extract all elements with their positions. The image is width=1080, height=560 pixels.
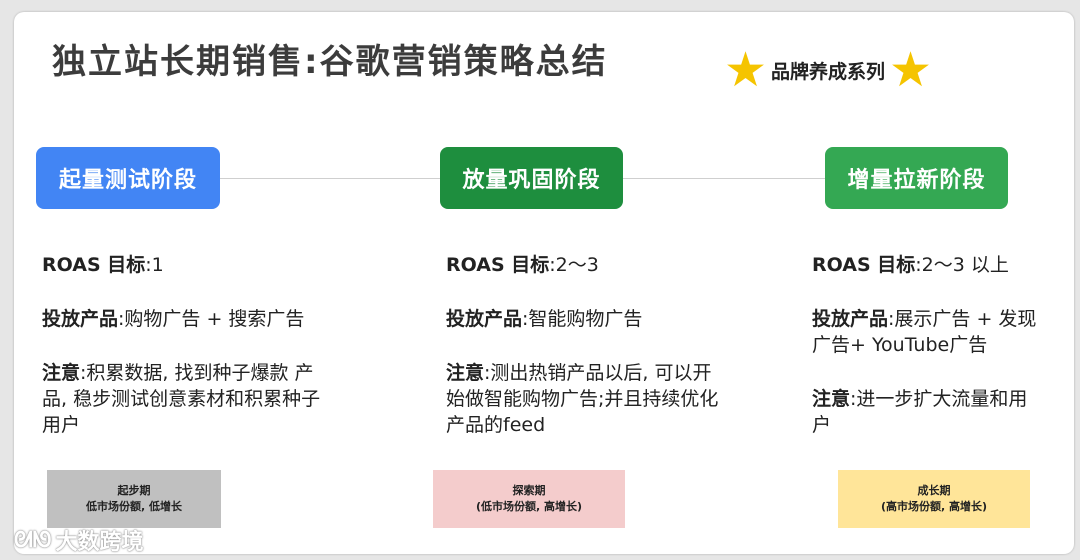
slide: [14, 12, 1074, 554]
phase-box-start: 起步期 低市场份额, 低增长: [47, 470, 221, 528]
roas-value: :2～3 以上: [915, 254, 1009, 276]
note-line: 注意:积累数据, 找到种子爆款 产品, 稳步测试创意素材和积累种子用户: [42, 360, 392, 438]
watermark-text: 大数跨境: [55, 530, 144, 555]
note-line: 注意:测出热销产品以后, 可以开始做智能购物广告;并且持续优化产品的feed: [446, 360, 786, 438]
stage-button-consolidate: 放量巩固阶段: [440, 147, 623, 209]
stage-details-growth: ROAS 目标:2～3 以上 投放产品:展示广告 + 发现广告+ YouTube…: [812, 252, 1074, 466]
roas-label: ROAS 目标: [42, 254, 146, 276]
note-text: 始做智能购物广告;并且持续优化: [446, 388, 719, 410]
roas-value: :1: [145, 254, 164, 276]
note-label: 注意: [446, 362, 485, 384]
roas-line: ROAS 目标:2～3: [446, 252, 786, 278]
logo-icon: ᘛᘚ: [14, 527, 52, 553]
note-text: 用户: [42, 414, 81, 436]
product-line: 投放产品:展示广告 + 发现广告+ YouTube广告: [812, 306, 1074, 358]
phase-title: 探索期: [512, 484, 546, 497]
note-text: :积累数据, 找到种子爆款 产: [80, 362, 314, 384]
product-line: 投放产品:购物广告 + 搜索广告: [42, 306, 392, 332]
phase-title: 起步期: [117, 484, 151, 497]
note-text: 户: [812, 414, 832, 436]
phase-title: 成长期: [917, 484, 951, 497]
star-icon: ★: [889, 42, 933, 98]
connector-line: [623, 178, 825, 179]
note-text: :测出热销产品以后, 可以开: [484, 362, 712, 384]
product-value: 广告+ YouTube广告: [812, 334, 988, 356]
product-value: :展示广告 + 发现: [888, 308, 1037, 330]
stage-button-start: 起量测试阶段: [36, 147, 220, 209]
roas-value: :2～3: [549, 254, 599, 276]
roas-label: ROAS 目标: [446, 254, 550, 276]
stage-details-consolidate: ROAS 目标:2～3 投放产品:智能购物广告 注意:测出热销产品以后, 可以开…: [446, 252, 786, 466]
stage-button-growth: 增量拉新阶段: [825, 147, 1008, 209]
note-line: 注意:进一步扩大流量和用户: [812, 386, 1074, 438]
connector-line: [220, 178, 440, 179]
phase-description: (高市场份额, 高增长): [880, 500, 988, 513]
note-text: 产品的feed: [446, 414, 546, 436]
series-tag-label: 品牌养成系列: [771, 60, 886, 83]
watermark: ᘛᘚ 大数跨境: [14, 524, 143, 556]
series-tag: ★ 品牌养成系列 ★: [724, 44, 964, 96]
page-title: 独立站长期销售:谷歌营销策略总结: [52, 42, 608, 82]
star-icon: ★: [724, 42, 768, 98]
note-text: :进一步扩大流量和用: [850, 388, 1028, 410]
product-label: 投放产品: [812, 308, 889, 330]
phase-box-growth: 成长期 (高市场份额, 高增长): [838, 470, 1030, 528]
phase-description: (低市场份额, 高增长): [475, 500, 583, 513]
phase-box-explore: 探索期 (低市场份额, 高增长): [433, 470, 625, 528]
product-value: :购物广告 + 搜索广告: [118, 308, 305, 330]
note-text: 品, 稳步测试创意素材和积累种子: [42, 388, 321, 410]
roas-label: ROAS 目标: [812, 254, 916, 276]
roas-line: ROAS 目标:1: [42, 252, 392, 278]
stage-details-start: ROAS 目标:1 投放产品:购物广告 + 搜索广告 注意:积累数据, 找到种子…: [42, 252, 392, 466]
note-label: 注意: [812, 388, 851, 410]
phase-description: 低市场份额, 低增长: [85, 500, 182, 513]
product-line: 投放产品:智能购物广告: [446, 306, 786, 332]
roas-line: ROAS 目标:2～3 以上: [812, 252, 1074, 278]
product-label: 投放产品: [42, 308, 119, 330]
note-label: 注意: [42, 362, 81, 384]
product-value: :智能购物广告: [522, 308, 643, 330]
product-label: 投放产品: [446, 308, 523, 330]
